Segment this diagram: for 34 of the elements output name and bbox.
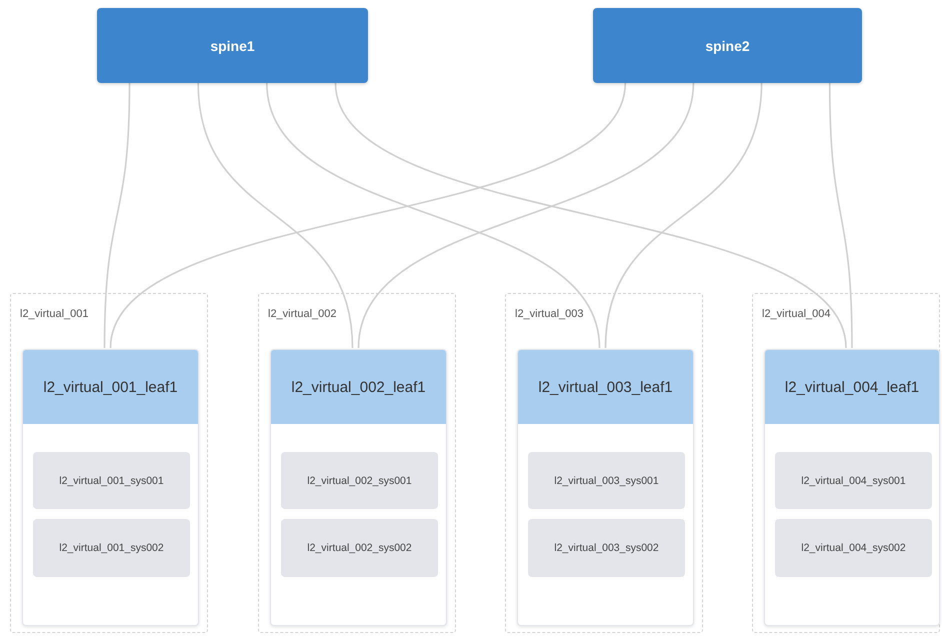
system-box: l2_virtual_001_sys001 bbox=[33, 452, 190, 509]
connector-line bbox=[828, 83, 853, 348]
leaf-card bbox=[764, 349, 940, 626]
system-box: l2_virtual_003_sys001 bbox=[528, 452, 685, 509]
connector-line bbox=[104, 82, 130, 348]
leaf-card bbox=[270, 349, 447, 626]
group-container bbox=[10, 293, 208, 633]
leaf-card bbox=[22, 349, 199, 626]
system-box: l2_virtual_001_sys002 bbox=[33, 519, 190, 577]
system-box: l2_virtual_002_sys002 bbox=[281, 519, 438, 577]
system-box: l2_virtual_003_sys002 bbox=[528, 519, 685, 577]
spine-box: spine2 bbox=[593, 8, 862, 83]
group-label: l2_virtual_003 bbox=[515, 308, 584, 320]
leaf-card bbox=[517, 349, 694, 626]
system-box: l2_virtual_004_sys002 bbox=[775, 519, 932, 577]
connector-line bbox=[604, 82, 762, 348]
leaf-header: l2_virtual_002_leaf1 bbox=[271, 350, 446, 424]
group-label: l2_virtual_002 bbox=[268, 308, 336, 320]
group-container bbox=[752, 293, 940, 633]
group-label: l2_virtual_001 bbox=[20, 308, 88, 320]
spine-box: spine1 bbox=[97, 8, 368, 83]
connector-line bbox=[358, 82, 694, 348]
connector-line bbox=[334, 82, 847, 348]
connector-line bbox=[266, 82, 600, 348]
system-box: l2_virtual_004_sys001 bbox=[775, 452, 932, 509]
connector-line bbox=[197, 82, 354, 348]
group-container bbox=[258, 293, 456, 633]
connector-line bbox=[110, 82, 626, 348]
leaf-header: l2_virtual_001_leaf1 bbox=[23, 350, 198, 424]
group-label: l2_virtual_004 bbox=[762, 308, 830, 320]
system-box: l2_virtual_002_sys001 bbox=[281, 452, 438, 509]
leaf-header: l2_virtual_003_leaf1 bbox=[518, 350, 693, 424]
group-container bbox=[505, 293, 703, 633]
leaf-header: l2_virtual_004_leaf1 bbox=[765, 350, 939, 424]
